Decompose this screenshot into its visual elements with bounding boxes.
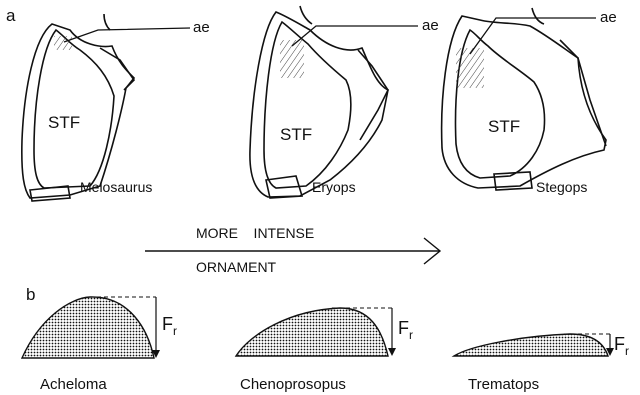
panel-b-label: b — [26, 285, 35, 304]
panel-a-label: a — [6, 6, 16, 25]
profile-acheloma — [22, 297, 160, 358]
cheek-flange — [358, 50, 388, 140]
force-label-trematops: Fr — [614, 334, 629, 358]
ae-pointer-line — [292, 26, 418, 46]
force-label-acheloma: Fr — [162, 314, 177, 338]
cross-section-fill — [454, 334, 608, 356]
jaw-plate — [30, 186, 70, 201]
taxon-label-trematops: Trematops — [468, 376, 539, 393]
stf-label: STF — [280, 125, 312, 144]
stf-label: STF — [488, 117, 520, 136]
ae-pointer-line — [64, 28, 190, 42]
ae-label: ae — [600, 9, 617, 26]
skull-tip — [532, 8, 544, 24]
profile-trematops — [454, 334, 614, 356]
taxon-label-melosaurus: Melosaurus — [80, 179, 152, 195]
profile-chenoprosopus — [236, 308, 396, 356]
force-label-chenoprosopus: Fr — [398, 318, 413, 342]
skull-tip — [104, 14, 110, 30]
taxon-label-acheloma: Acheloma — [40, 376, 107, 393]
taxon-label-stegops: Stegops — [536, 179, 587, 195]
skull-outline — [22, 24, 134, 198]
ae-pointer-line — [470, 18, 596, 54]
skull-outline — [250, 12, 388, 197]
arrow-upper-label: MORE INTENSE — [196, 225, 314, 241]
arrow-lower-label: ORNAMENT — [196, 259, 277, 275]
trend-arrow — [145, 238, 440, 264]
taxon-label-chenoprosopus: Chenoprosopus — [240, 376, 346, 393]
cross-section-fill — [236, 308, 388, 356]
ae-region-hatch — [54, 36, 72, 50]
ae-label: ae — [193, 19, 210, 36]
skull-eryops — [250, 6, 388, 198]
taxon-label-eryops: Eryops — [312, 179, 356, 195]
skull-outline — [442, 16, 606, 188]
ae-label: ae — [422, 17, 439, 34]
supratemporal-fossa-outline — [264, 22, 351, 188]
skull-tip — [300, 6, 312, 24]
supratemporal-fossa-outline — [34, 30, 114, 188]
force-arrow-head — [388, 348, 396, 356]
skull-melosaurus — [22, 14, 134, 201]
skull-stegops — [442, 8, 606, 190]
cross-section-fill — [22, 297, 154, 358]
stf-label: STF — [48, 113, 80, 132]
